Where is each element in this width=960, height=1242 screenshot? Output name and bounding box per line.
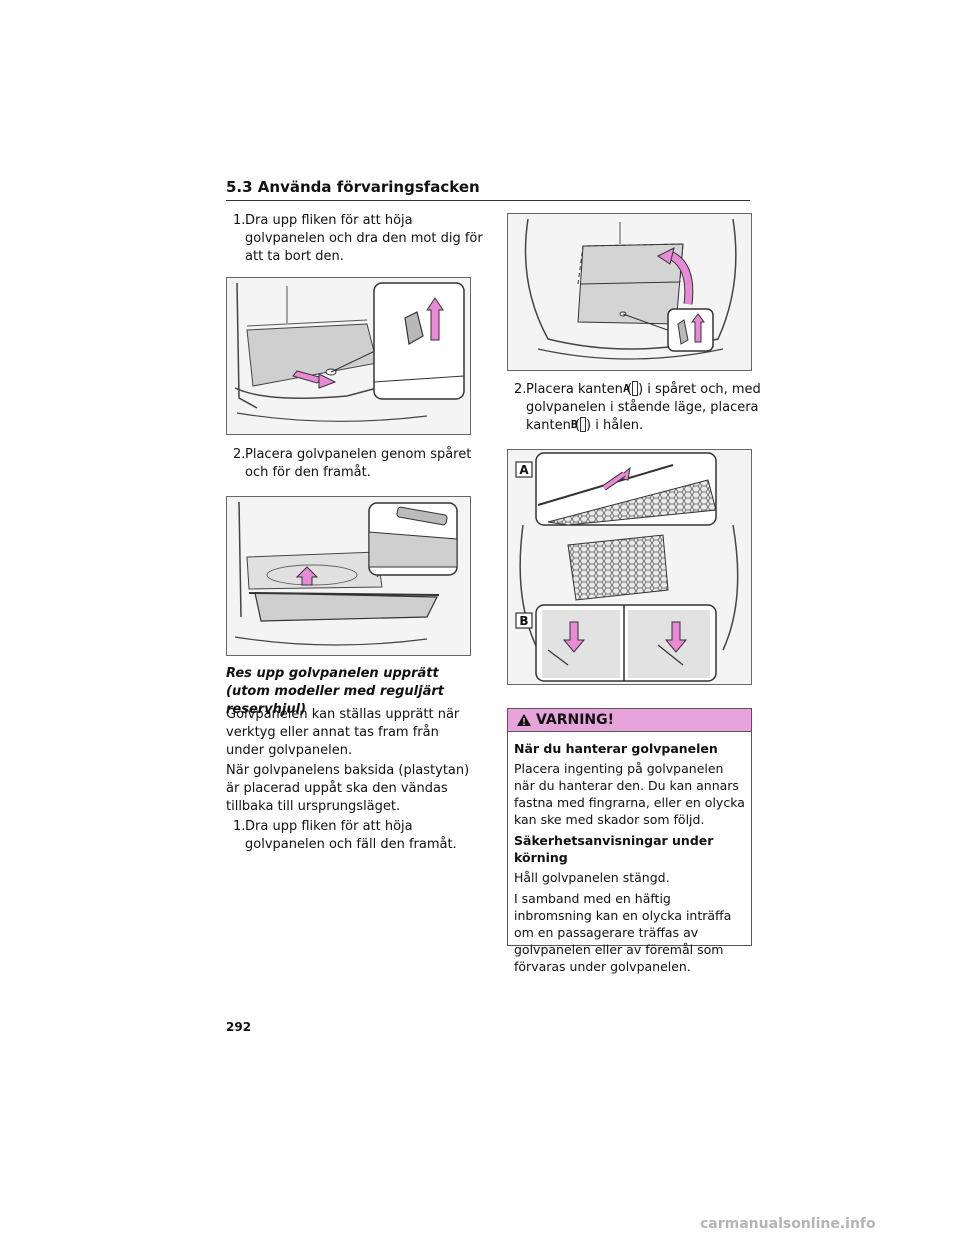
figure-place-edges: A B xyxy=(507,449,752,685)
page-number: 292 xyxy=(226,1020,252,1034)
warning-body: När du hanterar golvpanelen Placera inge… xyxy=(508,732,751,975)
warning-header: VARNING! xyxy=(508,709,751,732)
trunk-illustration-3 xyxy=(508,214,751,370)
paragraph-backside-note: När golvpanelens baksida (plastytan) är … xyxy=(226,763,470,814)
step-text: Placera golvpanelen genom spåret och för… xyxy=(245,447,472,480)
paragraph-upright-intro: Golvpanelen kan ställas upprätt när verk… xyxy=(226,707,460,758)
step-1-fold-panel: 1.Dra upp fliken för att höja golvpanele… xyxy=(226,818,490,854)
warning-text-handling: Placera ingenting på golvpanelen när du … xyxy=(514,761,745,827)
figure-fold-panel xyxy=(507,213,752,371)
figure-lift-tab xyxy=(226,277,471,435)
subheading-upright-panel: Res upp golvpanelen upprätt (utom modell… xyxy=(226,666,444,717)
callout-label-a: A xyxy=(519,463,529,477)
step-number: 1. xyxy=(233,819,246,834)
figure-slide-panel xyxy=(226,496,471,656)
trunk-illustration-1 xyxy=(227,278,470,434)
callout-label-b: B xyxy=(519,614,528,628)
watermark: carmanualsonline.info xyxy=(700,1216,876,1232)
warning-title: VARNING! xyxy=(536,712,615,728)
trunk-illustration-2 xyxy=(227,497,470,655)
section-title: 5.3 Använda förvaringsfacken xyxy=(226,178,750,201)
callout-key-a: A xyxy=(623,381,639,396)
warning-heading-driving: Säkerhetsanvisningar under körning xyxy=(514,833,714,865)
warning-triangle-icon xyxy=(517,714,531,726)
warning-box: VARNING! När du hanterar golvpanelen Pla… xyxy=(507,708,752,974)
step-text: Dra upp fliken för att höja golvpanelen … xyxy=(245,213,483,264)
step-number: 1. xyxy=(233,213,246,228)
step-text: Dra upp fliken för att höja golvpanelen … xyxy=(245,819,457,852)
trunk-illustration-4: A B xyxy=(508,450,751,684)
step-number: 2. xyxy=(514,382,527,397)
step-2-place-edges: 2.Placera kanten (A) i spåret och, med g… xyxy=(507,381,771,435)
step-text-part: ) i hålen. xyxy=(586,418,644,433)
callout-key-b: B xyxy=(571,417,587,432)
step-1-remove-panel: 1.Dra upp fliken för att höja golvpanele… xyxy=(226,212,490,266)
warning-heading-handling: När du hanterar golvpanelen xyxy=(514,741,718,756)
step-number: 2. xyxy=(233,447,246,462)
step-text-part: Placera kanten ( xyxy=(526,382,633,397)
step-2-slide-panel: 2.Placera golvpanelen genom spåret och f… xyxy=(226,446,490,482)
warning-text-keep-closed: Håll golvpanelen stängd. xyxy=(514,870,670,885)
step-text-part: ) i spåret och, med golvpanelen i ståend… xyxy=(526,382,761,433)
warning-text-braking: I samband med en häftig inbromsning kan … xyxy=(514,891,732,974)
